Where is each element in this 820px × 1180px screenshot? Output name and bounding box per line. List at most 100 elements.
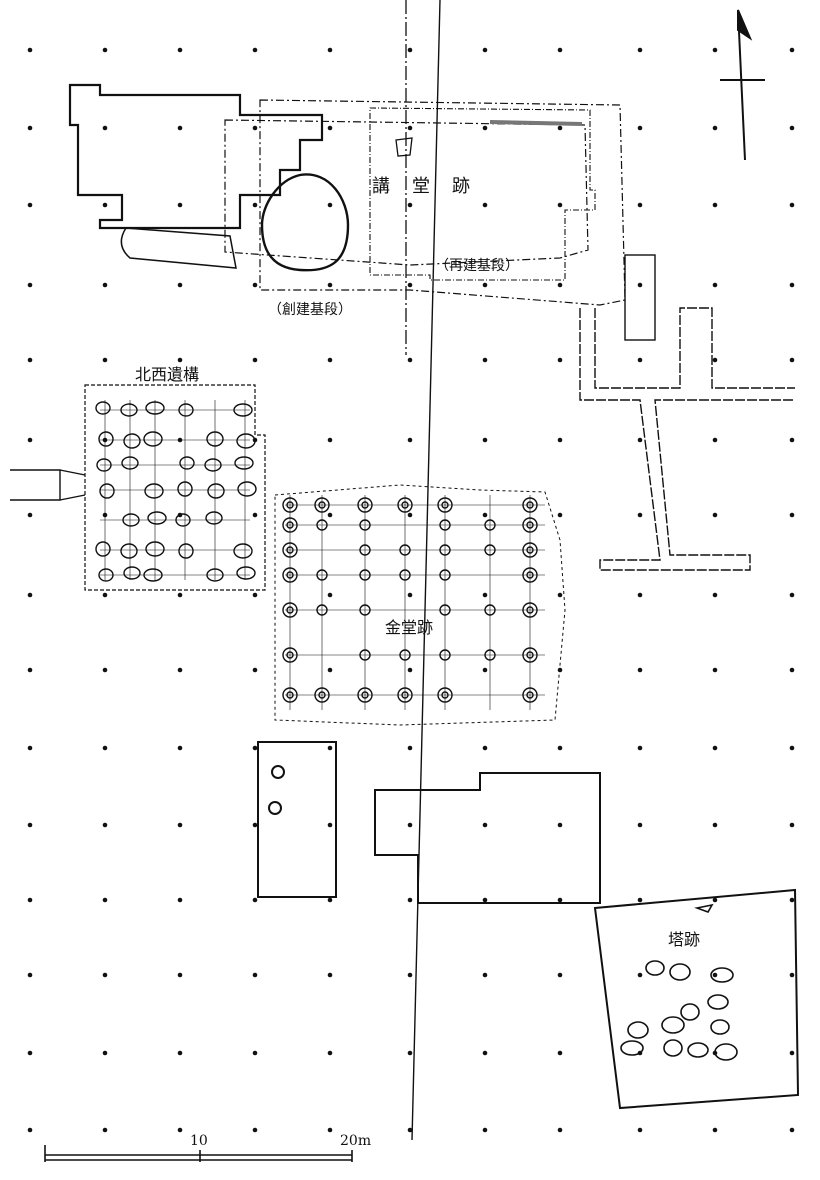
foundation-stone (710, 1019, 730, 1035)
survey-grid-dot (637, 47, 643, 53)
survey-grid-dot (789, 1127, 795, 1133)
post-hole (359, 544, 371, 556)
survey-grid-dot (482, 1050, 488, 1056)
survey-grid-dot (252, 47, 258, 53)
survey-grid-dot (252, 125, 258, 131)
post-hole-core (286, 691, 294, 699)
survey-grid-dot (557, 47, 563, 53)
survey-grid-dot (252, 512, 258, 518)
survey-grid-dot (712, 897, 718, 903)
survey-grid-dot (102, 125, 108, 131)
survey-grid-dot (27, 1050, 33, 1056)
foundation-stone (687, 1042, 709, 1058)
survey-grid-dot (557, 357, 563, 363)
survey-grid-dot (482, 822, 488, 828)
post-hole-core (361, 691, 369, 699)
central-axis-line (405, 0, 441, 1141)
post-hole (282, 517, 298, 533)
survey-grid-dot (712, 667, 718, 673)
survey-grid-dot (407, 822, 413, 828)
survey-grid-dot (712, 592, 718, 598)
survey-grid-dot (557, 1127, 563, 1133)
post-hole (233, 543, 253, 559)
survey-grid-dot (637, 282, 643, 288)
post-hole (143, 431, 163, 447)
survey-grid-dot (407, 972, 413, 978)
post-hole (123, 433, 141, 449)
post-hole (359, 519, 371, 531)
survey-grid-dot (327, 1127, 333, 1133)
survey-grid-dot (712, 512, 718, 518)
survey-grid-dot (327, 972, 333, 978)
survey-grid-dot (327, 822, 333, 828)
post-hole-core (286, 571, 294, 579)
survey-grid-dot (789, 125, 795, 131)
post-hole-core (318, 691, 326, 699)
post-hole (484, 544, 496, 556)
post-hole (237, 481, 257, 497)
survey-grid-dot (712, 745, 718, 751)
northwest-structure-ruins (10, 384, 266, 591)
survey-grid-dot (789, 972, 795, 978)
survey-grid-dot (327, 512, 333, 518)
survey-grid-dot (177, 972, 183, 978)
survey-grid-dot (27, 512, 33, 518)
survey-grid-dot (482, 897, 488, 903)
survey-grid-dot (637, 667, 643, 673)
drainage-channels (579, 254, 795, 571)
survey-grid-dot (102, 667, 108, 673)
post-hole (282, 542, 298, 558)
foundation-stone (707, 994, 729, 1010)
survey-grid-dot (637, 437, 643, 443)
survey-grid-dot (789, 745, 795, 751)
post-hole (522, 602, 538, 618)
survey-grid-dot (407, 667, 413, 673)
post-hole (357, 497, 373, 513)
post-hole-core (286, 606, 294, 614)
post-hole (205, 511, 223, 525)
post-hole (522, 687, 538, 703)
post-hole (314, 497, 330, 513)
survey-grid-dot (327, 282, 333, 288)
survey-grid-dot (327, 897, 333, 903)
survey-grid-dot (27, 972, 33, 978)
survey-grid-dot (252, 1127, 258, 1133)
post-hole-core (441, 691, 449, 699)
survey-grid-dot (789, 512, 795, 518)
survey-grid-dot (637, 125, 643, 131)
post-hole (522, 542, 538, 558)
post-hole (399, 649, 411, 661)
post-hole (359, 604, 371, 616)
survey-grid-dot (789, 897, 795, 903)
survey-grid-dot (177, 1050, 183, 1056)
survey-grid-dot (637, 897, 643, 903)
survey-grid-dot (712, 972, 718, 978)
post-hole (99, 483, 115, 499)
survey-grid-dot (557, 437, 563, 443)
survey-grid-dot (102, 282, 108, 288)
survey-grid-dot (102, 592, 108, 598)
survey-grid-dot (407, 592, 413, 598)
survey-grid-dot (712, 357, 718, 363)
survey-grid-dot (102, 745, 108, 751)
survey-grid-dot (557, 125, 563, 131)
survey-grid-dot (637, 202, 643, 208)
survey-grid-dot (177, 1127, 183, 1133)
survey-grid-dot (712, 282, 718, 288)
survey-grid-dot (27, 822, 33, 828)
foundation-stone (627, 1021, 649, 1039)
survey-grid-dot (407, 437, 413, 443)
post-hole (357, 687, 373, 703)
post-hole (399, 569, 411, 581)
foundation-stone (645, 960, 665, 976)
post-hole (439, 519, 451, 531)
survey-grid-dot (789, 667, 795, 673)
post-hole (359, 569, 371, 581)
post-hole (207, 483, 225, 499)
post-hole (98, 431, 114, 447)
survey-grid-dot (327, 47, 333, 53)
post-hole (359, 649, 371, 661)
survey-grid-dot (407, 1050, 413, 1056)
survey-grid-dot (252, 972, 258, 978)
survey-grid-dot (482, 667, 488, 673)
